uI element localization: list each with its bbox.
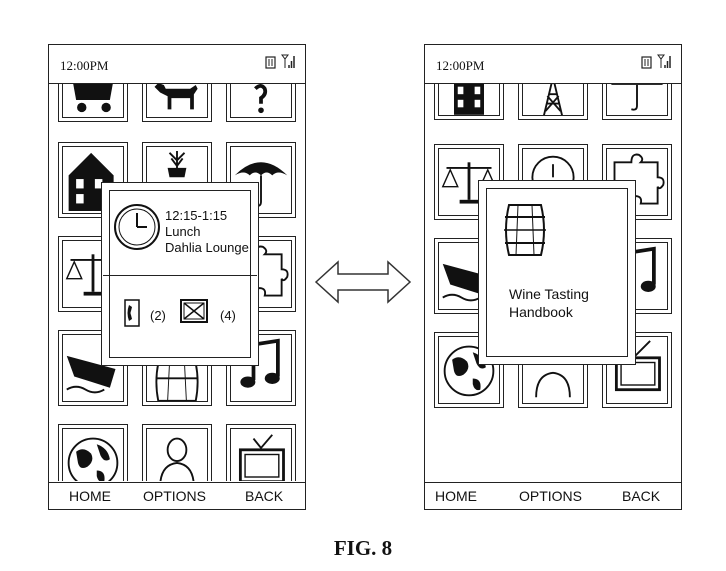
softkey-bar: HOME OPTIONS BACK [425,482,681,509]
person-icon [535,371,571,398]
building-tile[interactable] [434,84,504,120]
home-softkey[interactable]: HOME [435,488,477,504]
double-headed-arrow-icon [314,260,412,304]
umbrella-icon [610,84,664,111]
calendar-event-popup[interactable]: 12:15-1:15 Lunch Dahlia Lounge (2) (4) [101,182,259,366]
question-mark-icon [254,84,268,114]
globe-tile[interactable] [58,424,128,481]
event-location: Dahlia Lounge [165,240,249,255]
signal-battery-icon [265,54,295,69]
globe-tile[interactable] [434,332,504,408]
tv-tile[interactable] [226,424,296,481]
status-bar: 12:00PM [49,45,305,84]
popup-title-line2: Handbook [509,304,573,320]
building-icon [454,84,484,115]
shopping-cart-icon [73,84,113,113]
ship-icon [66,355,116,394]
event-time-range: 12:15-1:15 [165,208,228,223]
status-time: 12:00PM [436,58,485,73]
plant-icon [167,150,187,178]
shopping-cart-tile[interactable] [58,84,128,122]
missed-call-count: (2) [150,308,166,323]
options-softkey[interactable]: OPTIONS [143,488,207,504]
puzzle-piece-icon [237,245,289,297]
right-phone-screen: 12:00PM [424,44,682,510]
tv-icon [238,434,285,481]
tv-tile[interactable] [602,332,672,408]
umbrella-tile[interactable] [602,84,672,120]
oil-derrick-icon [543,84,563,115]
globe-icon [67,437,119,481]
left-phone-screen: 12:00PM [48,44,306,510]
phone-icon[interactable] [124,299,140,327]
dog-icon [154,84,198,110]
options-softkey[interactable]: OPTIONS [519,488,583,504]
dog-tile[interactable] [142,84,212,122]
wine-tasting-popup[interactable]: Wine Tasting Handbook [478,180,636,365]
music-note-tile[interactable] [226,330,296,406]
popup-title-line1: Wine Tasting [509,286,589,302]
mail-icon[interactable] [180,299,208,323]
status-bar: 12:00PM [425,45,681,84]
figure-label: FIG. 8 [333,536,393,560]
oil-derrick-tile[interactable] [518,84,588,120]
unread-mail-count: (4) [220,308,236,323]
person-tile[interactable] [142,424,212,481]
globe-icon [443,345,495,397]
back-softkey[interactable]: BACK [622,488,661,504]
question-mark-tile[interactable] [226,84,296,122]
signal-battery-icon [641,54,671,69]
back-softkey[interactable]: BACK [245,488,284,504]
clock-icon [114,204,160,250]
event-title: Lunch [165,224,201,239]
popup-divider [103,275,257,276]
person-icon [159,437,195,481]
status-time: 12:00PM [60,58,109,73]
tv-icon [614,340,661,392]
barrel-icon [155,362,199,401]
popup-inner-frame: Wine Tasting Handbook [486,188,628,357]
home-softkey[interactable]: HOME [69,488,111,504]
softkey-bar: HOME OPTIONS BACK [49,482,305,509]
popup-inner-frame: 12:15-1:15 Lunch Dahlia Lounge (2) (4) [103,190,257,358]
barrel-icon [504,204,546,256]
